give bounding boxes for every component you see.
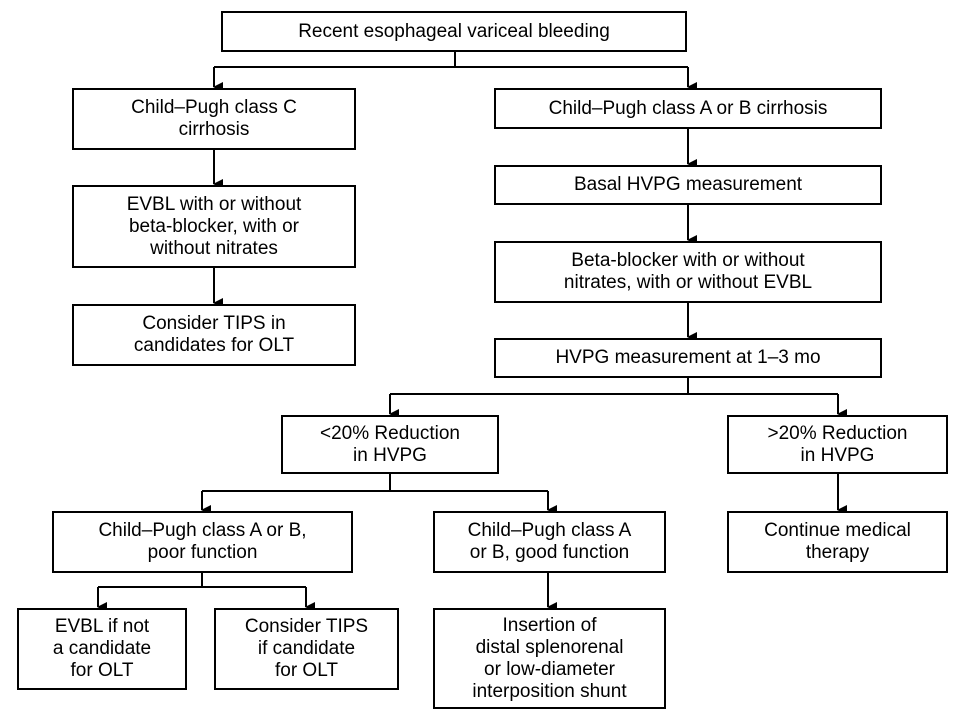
node-evbl-class-c: EVBL with or without beta-blocker, with … xyxy=(72,185,356,268)
node-label: Basal HVPG measurement xyxy=(573,174,803,195)
node-shunt-insertion: Insertion of distal splenorenal or low-d… xyxy=(433,608,666,709)
node-label: EVBL if not a candidate for OLT xyxy=(52,616,152,681)
node-hvpg-followup: HVPG measurement at 1–3 mo xyxy=(494,338,882,378)
node-beta-blocker: Beta-blocker with or without nitrates, w… xyxy=(494,241,882,303)
node-label: Continue medical therapy xyxy=(764,520,911,563)
node-lt20-reduction: <20% Reduction in HVPG xyxy=(281,415,499,474)
node-label: Child–Pugh class C cirrhosis xyxy=(131,97,297,140)
node-label: Child–Pugh class A or B, poor function xyxy=(98,520,307,563)
node-recent-variceal-bleeding: Recent esophageal variceal bleeding xyxy=(221,11,687,52)
node-label: Beta-blocker with or without nitrates, w… xyxy=(563,250,813,293)
node-label: Insertion of distal splenorenal or low-d… xyxy=(472,614,627,702)
node-label: >20% Reduction in HVPG xyxy=(767,422,908,466)
node-tips-class-c: Consider TIPS in candidates for OLT xyxy=(72,304,356,366)
node-label: Child–Pugh class A or B cirrhosis xyxy=(548,97,828,119)
node-continue-therapy: Continue medical therapy xyxy=(727,511,948,573)
node-label: Consider TIPS in candidates for OLT xyxy=(133,313,295,356)
node-label: Recent esophageal variceal bleeding xyxy=(298,20,610,42)
node-basal-hvpg: Basal HVPG measurement xyxy=(494,165,882,205)
node-good-function: Child–Pugh class A or B, good function xyxy=(433,511,666,573)
node-label: Consider TIPS if candidate for OLT xyxy=(244,616,369,681)
node-label: Child–Pugh class A or B, good function xyxy=(467,520,632,563)
node-child-pugh-class-ab: Child–Pugh class A or B cirrhosis xyxy=(494,88,882,129)
node-label: EVBL with or without beta-blocker, with … xyxy=(126,193,302,259)
node-child-pugh-class-c: Child–Pugh class C cirrhosis xyxy=(72,88,356,150)
node-gt20-reduction: >20% Reduction in HVPG xyxy=(727,415,948,474)
node-evbl-not-candidate: EVBL if not a candidate for OLT xyxy=(17,608,187,690)
node-poor-function: Child–Pugh class A or B, poor function xyxy=(52,511,353,573)
node-label: HVPG measurement at 1–3 mo xyxy=(555,347,821,368)
node-tips-candidate: Consider TIPS if candidate for OLT xyxy=(214,608,399,690)
node-label: <20% Reduction in HVPG xyxy=(320,422,460,466)
